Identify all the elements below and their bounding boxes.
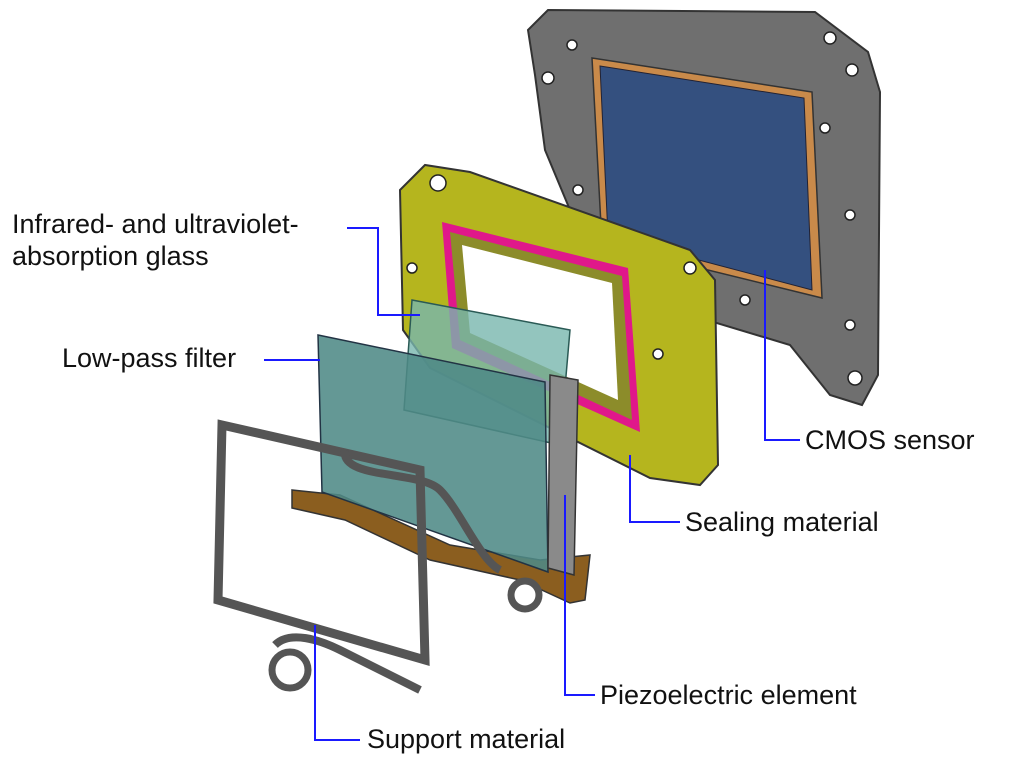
low-pass-filter-part [317,334,549,574]
label-ir-uv-glass-line2: absorption glass [12,241,209,271]
support-material-part [213,419,543,694]
label-sealing-material: Sealing material [685,507,879,537]
piezoelectric-element-part [547,374,579,576]
label-piezoelectric-element: Piezoelectric element [600,680,857,710]
label-cmos-sensor: CMOS sensor [805,425,975,455]
label-ir-uv-glass-line1: Infrared- and ultraviolet- [12,209,299,239]
flex-cable-part [291,489,591,604]
leader-lines [264,227,800,741]
label-support-material: Support material [367,724,566,754]
label-low-pass-filter: Low-pass filter [62,343,237,373]
cmos-sensor-part [526,8,882,407]
